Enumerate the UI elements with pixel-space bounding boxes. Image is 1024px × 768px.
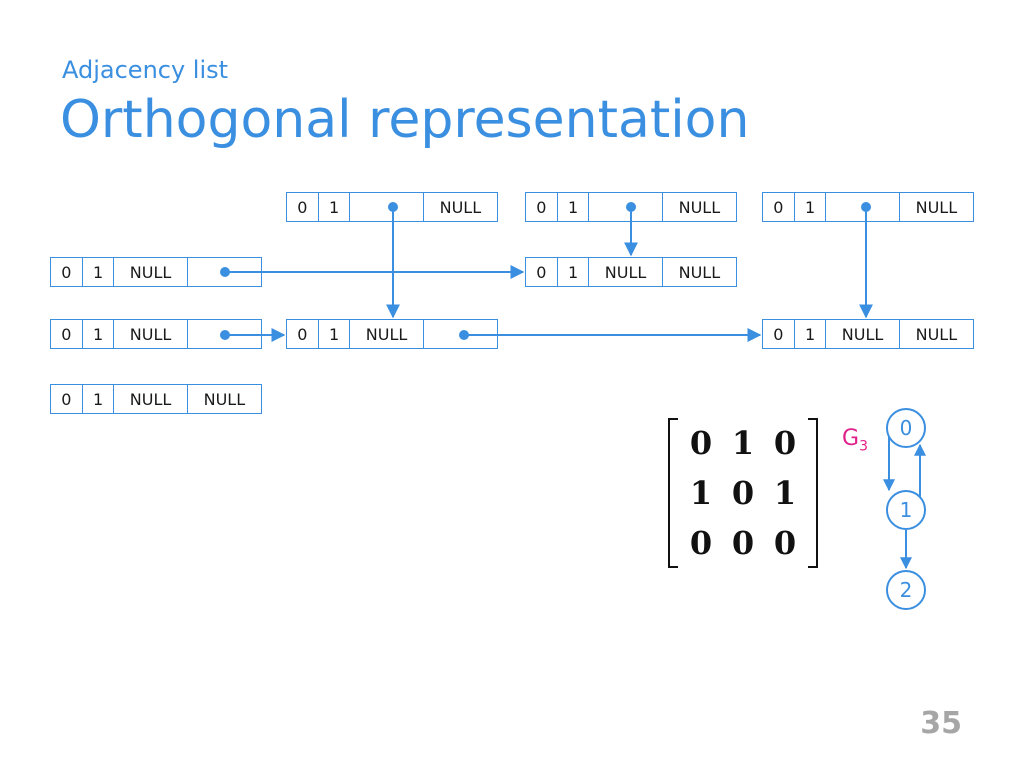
- node-right-pointer-cell: NULL: [203, 389, 246, 409]
- node-col-cell: 1: [558, 258, 590, 286]
- node-row-cell: 0: [526, 258, 558, 286]
- matrix-cell: 0: [689, 524, 713, 562]
- node-row-cell: 0: [287, 193, 319, 221]
- edge-node: 0 1 NULL NULL: [762, 319, 974, 349]
- matrix-right-bracket: [808, 418, 818, 568]
- matrix-cell: 0: [773, 424, 797, 462]
- page-number: 35: [920, 706, 962, 741]
- graph-node: 1: [886, 490, 926, 530]
- page-title: Orthogonal representation: [60, 90, 750, 150]
- matrix-cell: 1: [773, 474, 797, 512]
- node-right-pointer-cell: NULL: [915, 324, 958, 344]
- node-down-pointer-cell: NULL: [114, 320, 188, 348]
- node-right-pointer-cell: NULL: [678, 262, 721, 282]
- node-right-pointer-cell: [424, 320, 497, 348]
- column-header-node: 0 1 NULL: [525, 192, 737, 222]
- node-row-cell: 0: [526, 193, 558, 221]
- matrix-left-bracket: [668, 418, 678, 568]
- node-row-cell: 0: [51, 258, 83, 286]
- node-down-pointer-cell: NULL: [826, 320, 900, 348]
- subtitle: Adjacency list: [62, 56, 229, 84]
- edge-node: 0 1 NULL NULL: [525, 257, 737, 287]
- node-right-pointer-cell: NULL: [439, 197, 482, 217]
- node-down-pointer-cell: NULL: [114, 385, 188, 413]
- row-header-node: 0 1 NULL: [50, 257, 262, 287]
- matrix-cell: 1: [689, 474, 713, 512]
- node-col-cell: 1: [795, 193, 827, 221]
- edge-node: 0 1 NULL: [286, 319, 498, 349]
- node-down-pointer-cell: NULL: [114, 258, 188, 286]
- node-row-cell: 0: [51, 320, 83, 348]
- node-down-pointer-cell: [826, 193, 900, 221]
- column-header-node: 0 1 NULL: [286, 192, 498, 222]
- node-col-cell: 1: [83, 258, 115, 286]
- matrix-cell: 0: [773, 524, 797, 562]
- graph-label: G3: [842, 426, 868, 454]
- node-row-cell: 0: [763, 193, 795, 221]
- node-col-cell: 1: [83, 385, 115, 413]
- node-down-pointer-cell: [350, 193, 424, 221]
- graph-label-subscript: 3: [859, 438, 868, 455]
- matrix-cell: 0: [689, 424, 713, 462]
- graph-node: 2: [886, 570, 926, 610]
- node-row-cell: 0: [763, 320, 795, 348]
- row-header-node: 0 1 NULL: [50, 319, 262, 349]
- matrix-cell: 1: [731, 424, 755, 462]
- node-row-cell: 0: [287, 320, 319, 348]
- node-col-cell: 1: [319, 193, 351, 221]
- node-col-cell: 1: [83, 320, 115, 348]
- node-down-pointer-cell: NULL: [350, 320, 424, 348]
- node-col-cell: 1: [558, 193, 590, 221]
- row-header-node: 0 1 NULL NULL: [50, 384, 262, 414]
- node-down-pointer-cell: [589, 193, 663, 221]
- column-header-node: 0 1 NULL: [762, 192, 974, 222]
- node-right-pointer-cell: NULL: [678, 197, 721, 217]
- matrix-cell: 0: [731, 524, 755, 562]
- graph-node: 0: [886, 408, 926, 448]
- node-right-pointer-cell: [188, 320, 261, 348]
- graph-label-text: G: [842, 426, 860, 451]
- node-col-cell: 1: [795, 320, 827, 348]
- adjacency-matrix: 0 1 0 1 0 1 0 0 0: [668, 418, 818, 568]
- node-col-cell: 1: [319, 320, 351, 348]
- node-row-cell: 0: [51, 385, 83, 413]
- node-right-pointer-cell: [188, 258, 261, 286]
- node-down-pointer-cell: NULL: [589, 258, 663, 286]
- node-right-pointer-cell: NULL: [915, 197, 958, 217]
- matrix-cell: 0: [731, 474, 755, 512]
